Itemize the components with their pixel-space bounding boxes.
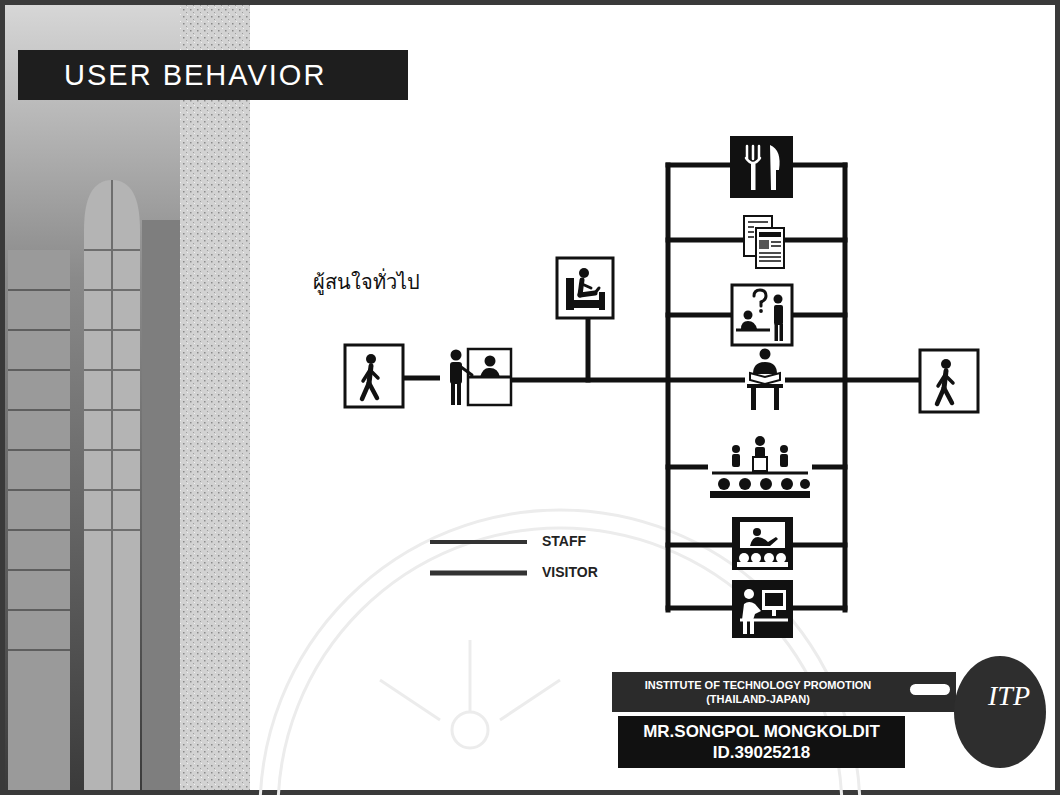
building-photo: [0, 0, 250, 795]
computer-icon: [732, 580, 793, 638]
node-text: ID.39025218: [713, 742, 810, 763]
page-frame: [3, 3, 1058, 793]
band-extension: [904, 672, 956, 712]
seminar-icon: [708, 435, 812, 500]
node-text: MR.SONGPOL MONGKOLDIT: [643, 721, 880, 742]
inquiry-icon: [732, 285, 792, 345]
legend-text: STAFF: [542, 533, 586, 549]
band-pill: [910, 684, 950, 695]
node-text: INSTITUTE OF TECHNOLOGY PROMOTION: [645, 678, 872, 692]
title-text: USER BEHAVIOR: [18, 50, 408, 100]
waiting-lounge-icon: [557, 258, 613, 318]
reading-icon: [745, 348, 785, 410]
reception-icon: [440, 345, 512, 407]
legend-text: VISITOR: [542, 564, 598, 580]
theater-icon: [732, 517, 793, 570]
group-label: ผู้สนใจทั่วไป: [313, 266, 420, 298]
watermark-seal: [260, 510, 860, 795]
newspaper-icon: [744, 216, 784, 268]
author-box: MR.SONGPOL MONGKOLDITID.39025218: [618, 716, 905, 768]
flow-lines: [405, 165, 920, 610]
node-text: (THAILAND-JAPAN): [706, 692, 810, 706]
node-text: ITP: [988, 680, 1030, 712]
exit-walker-icon: [920, 350, 978, 412]
entry-walker-icon: [345, 345, 403, 407]
legend-samples: [430, 542, 527, 573]
dining-icon: [730, 136, 793, 198]
institute-band: INSTITUTE OF TECHNOLOGY PROMOTION(THAILA…: [612, 672, 904, 712]
logo-circle: ITP: [954, 656, 1046, 768]
title-band: [18, 50, 408, 100]
